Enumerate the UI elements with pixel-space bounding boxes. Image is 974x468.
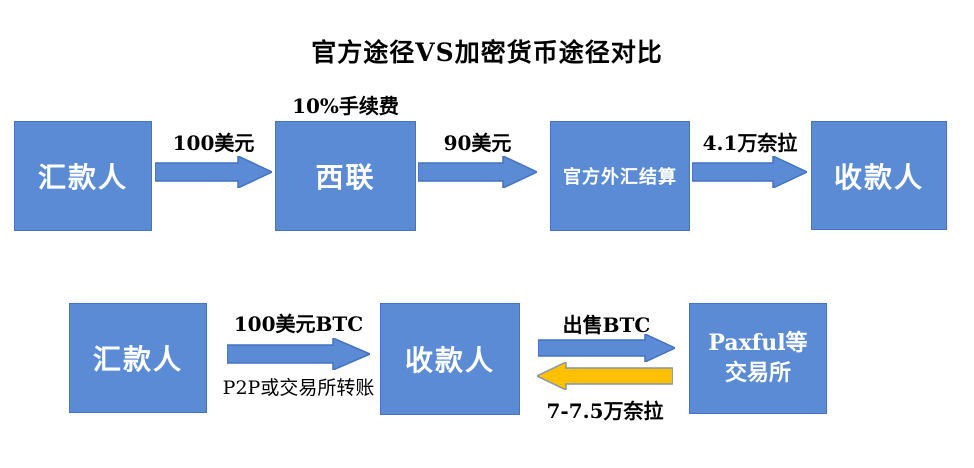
- left-arrow-naira-return: [537, 362, 673, 390]
- arrow-label-41k-naira: 4.1万奈拉: [702, 131, 798, 155]
- arrow-label-p2p-transfer: P2P或交易所转账: [222, 377, 375, 399]
- right-arrow-btc-transfer: [227, 338, 370, 370]
- node-receiver-crypto: 收款人: [380, 303, 520, 415]
- node-official-forex: 官方外汇结算: [550, 121, 690, 231]
- fee-note-label: 10%手续费: [292, 94, 399, 118]
- node-receiver-official: 收款人: [811, 121, 947, 230]
- node-sender-crypto: 汇款人: [69, 303, 207, 413]
- node-sender-official: 汇款人: [14, 121, 152, 231]
- right-arrow-sell-btc: [538, 334, 675, 362]
- arrow-label-naira-return: 7-7.5万奈拉: [546, 399, 664, 423]
- node-western-union: 西联: [275, 121, 416, 231]
- arrow-label-100usd-btc: 100美元BTC: [233, 312, 364, 336]
- arrow-label-90usd: 90美元: [443, 131, 512, 155]
- right-arrow-41k-naira: [692, 156, 807, 188]
- diagram-title: 官方途径VS加密货币途径对比: [311, 38, 663, 67]
- arrow-label-100usd: 100美元: [172, 131, 255, 155]
- node-paxful-exchange: Paxful等交易所: [689, 303, 827, 414]
- right-arrow-100usd: [155, 156, 272, 188]
- right-arrow-90usd: [418, 156, 537, 188]
- arrow-label-sell-btc: 出售BTC: [562, 313, 651, 337]
